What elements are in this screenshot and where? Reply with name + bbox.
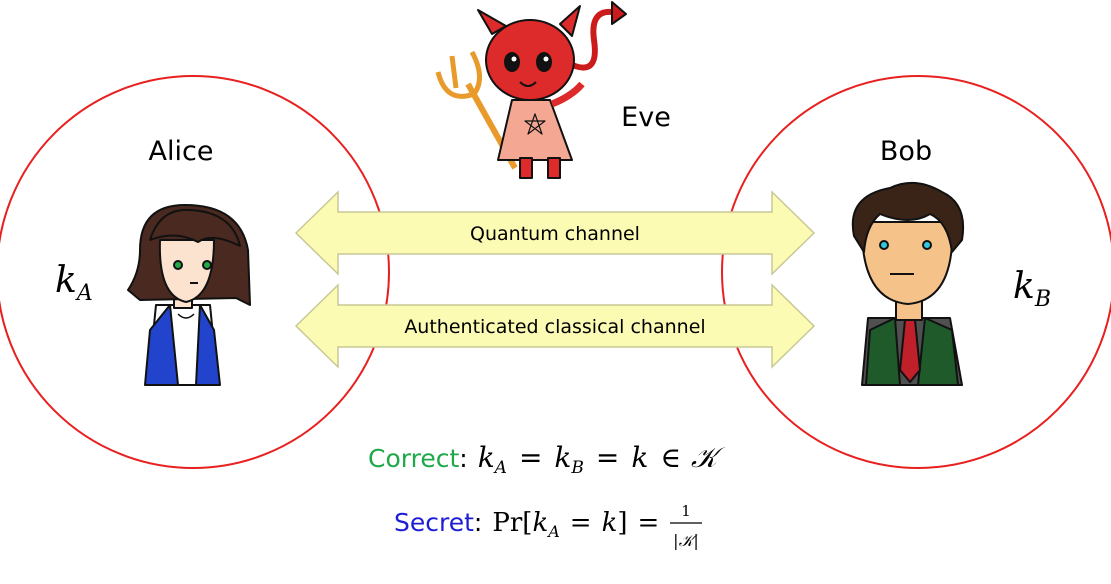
bob-label: Bob xyxy=(880,136,932,167)
eve-label: Eve xyxy=(621,102,671,133)
bob-circle xyxy=(721,75,1111,469)
bob-avatar xyxy=(851,181,964,386)
classical-channel-arrow xyxy=(294,283,816,369)
classical-channel-label: Authenticated classical channel xyxy=(404,316,705,338)
quantum-channel-label: Quantum channel xyxy=(470,223,640,245)
alice-circle xyxy=(0,75,390,469)
secret-condition: Secret:Pr[kA=k]= xyxy=(394,508,659,541)
alice-key: kA xyxy=(55,260,93,306)
fraction-numerator: 1 xyxy=(681,502,691,520)
correct-condition: Correct:kA=kB=k∈𝒦 xyxy=(368,441,726,478)
quantum-channel-arrow xyxy=(294,190,816,276)
bob-key: kB xyxy=(1013,266,1051,312)
alice-label: Alice xyxy=(149,136,214,167)
alice-avatar xyxy=(127,204,251,386)
eve-avatar xyxy=(435,1,627,179)
correct-word: Correct xyxy=(368,444,459,473)
secret-word: Secret xyxy=(394,508,474,537)
fraction-denominator: |𝒦| xyxy=(673,531,699,550)
